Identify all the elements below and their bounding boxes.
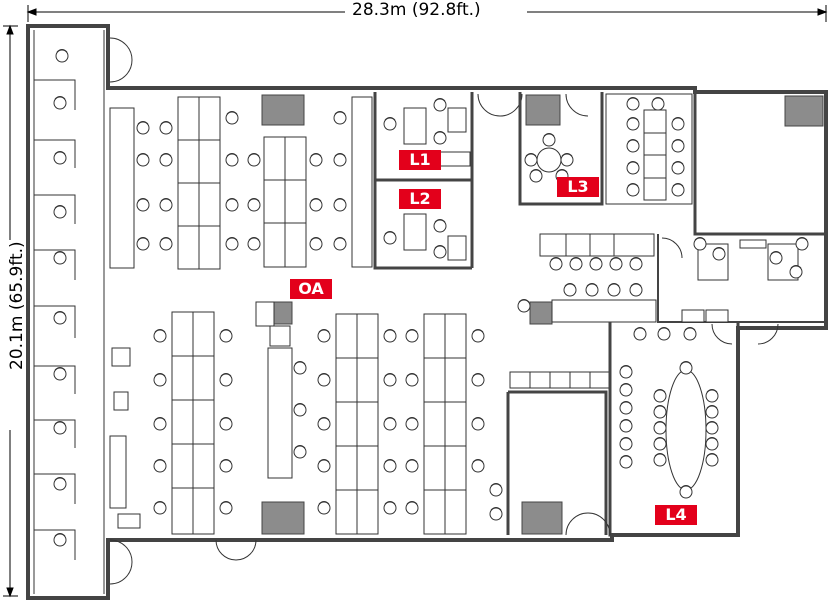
height-dimension-label: 20.1m (65.9ft.) (7, 241, 27, 372)
door-l4 (565, 512, 611, 536)
chairs-top-left (136, 111, 347, 251)
door-l1-area (477, 93, 523, 117)
width-dimension-line (26, 5, 828, 22)
room-l3-walls (518, 92, 604, 206)
door-bottom-left (109, 539, 257, 585)
room-l1-l2-walls (373, 92, 474, 270)
desk-cluster-bottom-3 (335, 313, 379, 535)
room-tag-oa[interactable]: OA (290, 279, 332, 299)
room-l4-walls (506, 322, 740, 537)
left-strip-chairs (53, 49, 69, 547)
desk-cluster-bottom-2 (267, 347, 293, 479)
right-office-furniture (681, 239, 799, 323)
room-tag-l1[interactable]: L1 (399, 150, 441, 170)
room-top-right (693, 92, 826, 236)
left-wall-equipment (109, 301, 291, 529)
room-l2-furniture (403, 213, 467, 261)
room-right-office (657, 234, 826, 323)
desk-cluster-bottom-4 (423, 313, 467, 535)
middle-counter (509, 233, 657, 389)
room-l4-table (619, 327, 719, 499)
room-l3-table (524, 133, 574, 183)
room-tag-l4[interactable]: L4 (655, 505, 697, 525)
room-tag-l2[interactable]: L2 (399, 189, 441, 209)
desk-cluster-bottom-1 (171, 311, 215, 535)
desk-cluster-top-left (109, 96, 373, 270)
door-right-office (661, 237, 779, 345)
width-dimension-label: 28.3m (92.8ft.) (349, 2, 484, 19)
height-dimension-line (3, 24, 18, 598)
door-top-left (109, 37, 133, 83)
desk-cluster-top-right (605, 93, 693, 205)
room-tag-l3[interactable]: L3 (557, 177, 599, 197)
door-l3 (565, 93, 589, 117)
left-workstation-strip (33, 30, 105, 594)
